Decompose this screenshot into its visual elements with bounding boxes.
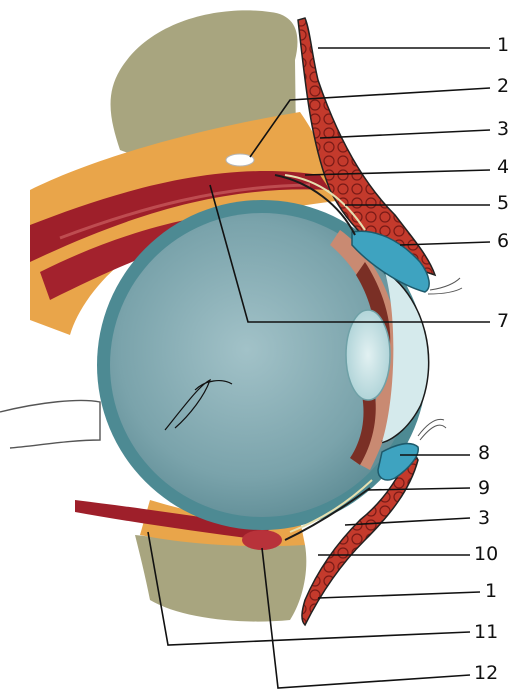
label-6: 6 [497, 232, 509, 251]
optic-nerve [0, 400, 100, 448]
leader-1-lower [318, 592, 480, 598]
label-8: 8 [478, 444, 490, 463]
lens [346, 310, 390, 400]
label-3-lower: 3 [478, 509, 490, 528]
label-2: 2 [497, 77, 509, 96]
lower-eyelash [418, 419, 446, 440]
label-12: 12 [474, 664, 498, 683]
label-10: 10 [474, 545, 498, 564]
lower-orbital-bone [135, 535, 306, 622]
label-9: 9 [478, 479, 490, 498]
leader-9 [368, 488, 470, 490]
trochlea [226, 154, 254, 166]
label-7: 7 [497, 312, 509, 331]
label-1-lower: 1 [485, 582, 497, 601]
label-5: 5 [497, 194, 509, 213]
label-1-upper: 1 [497, 36, 509, 55]
leader-3-upper [320, 130, 490, 138]
label-4: 4 [497, 158, 509, 177]
label-3-upper: 3 [497, 120, 509, 139]
inferior-oblique [242, 530, 282, 550]
upper-eyelash [428, 278, 462, 294]
label-11: 11 [474, 623, 498, 642]
